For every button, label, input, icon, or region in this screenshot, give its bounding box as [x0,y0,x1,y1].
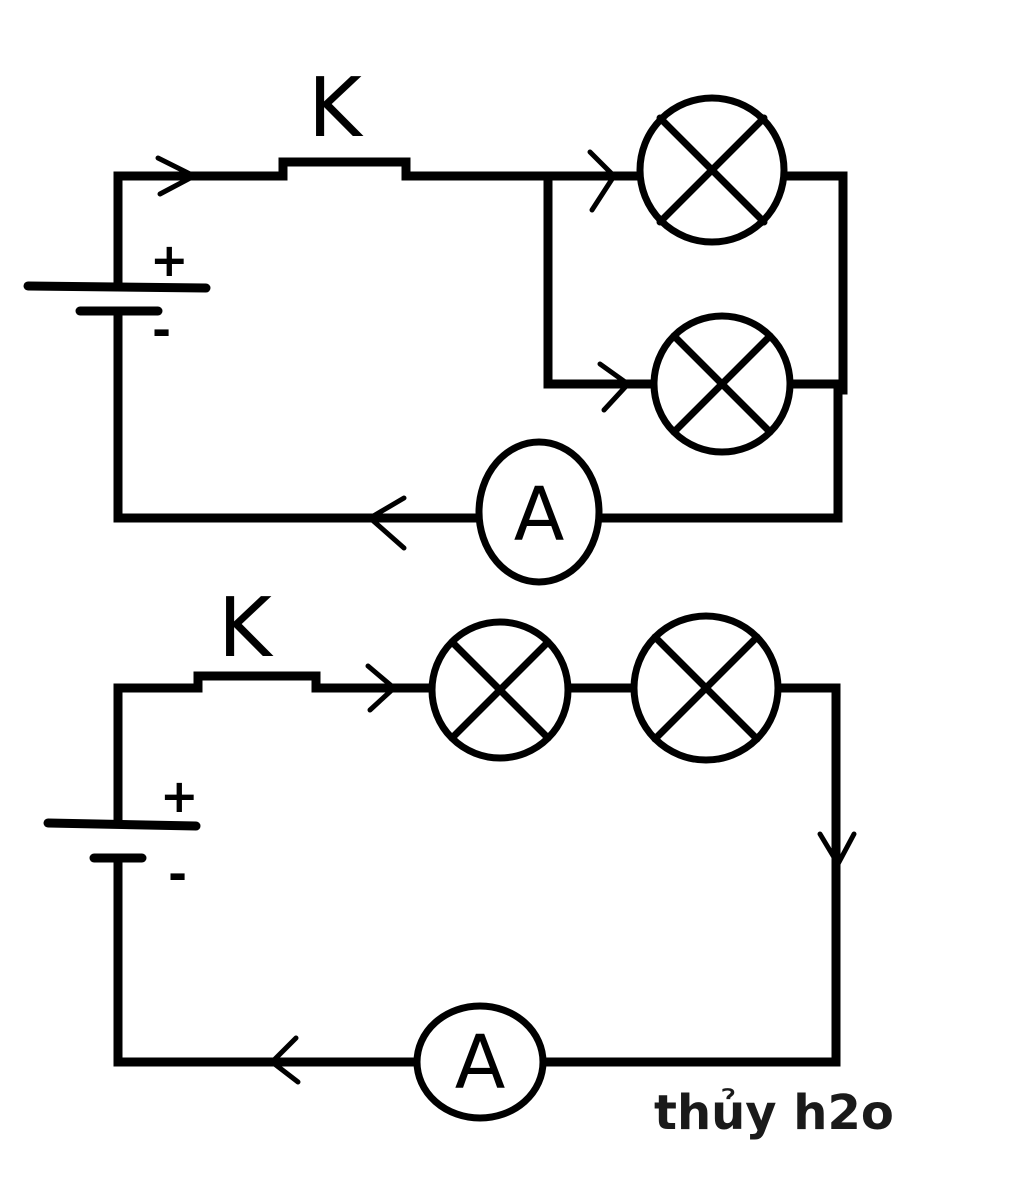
lamp [630,612,782,764]
current-arrow [587,149,617,213]
ammeter-label: A [514,472,565,558]
wire [540,683,841,1067]
battery-positive-plate [43,818,201,831]
circuit-series: K + - A [43,581,857,1122]
author-credit: thủy h2o [654,1085,894,1141]
wire [543,171,660,389]
plus-sign: + [160,769,199,823]
battery-positive-plate [23,281,211,293]
wire [113,306,483,523]
lamp [650,312,794,456]
switch-k [193,671,321,693]
switch-label: K [308,61,364,156]
ammeter: A [413,1002,547,1122]
wire [595,379,843,523]
minus-sign: - [152,303,171,357]
switch-label: K [218,581,274,676]
ammeter: A [475,438,603,586]
current-arrow [155,155,197,197]
lamp [636,94,788,246]
lamp [428,618,572,762]
current-arrow [269,1035,301,1085]
minus-sign: - [168,847,187,901]
current-arrow [817,831,857,867]
wire [113,853,423,1067]
plus-sign: + [150,233,189,287]
ammeter-label: A [455,1020,506,1106]
wire [780,171,848,395]
switch-k [278,157,411,181]
current-arrow [365,663,397,713]
current-arrow [367,495,407,551]
current-arrow [597,361,631,413]
circuit-parallel: K + - A [23,61,848,586]
